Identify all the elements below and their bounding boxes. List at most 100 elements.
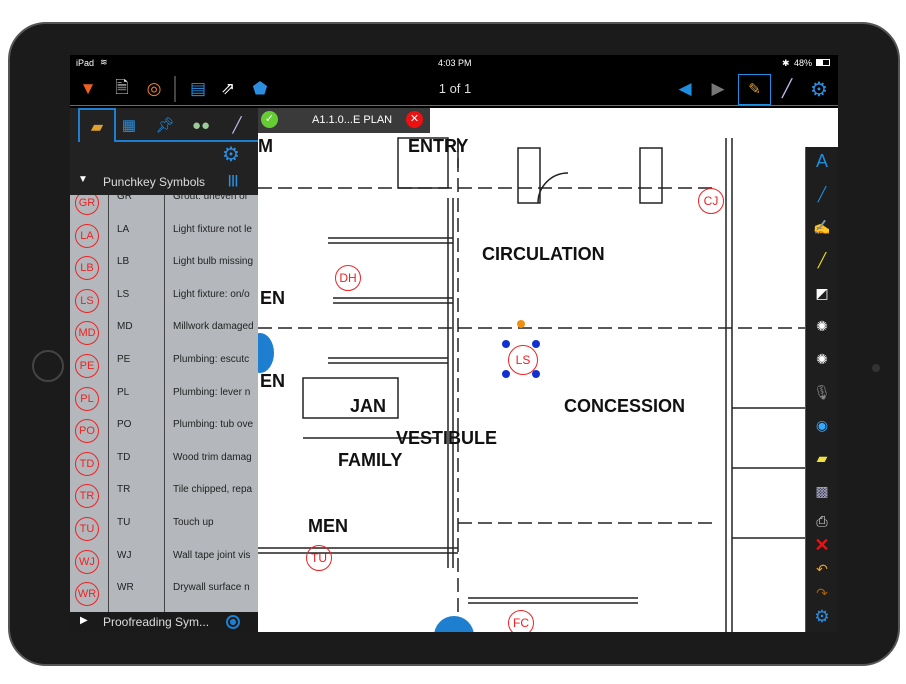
markup-tools-bar: A ╱ ✍ ╱ ◩ ✺ ✺ 🎙︎ ◉ ▰ ▩ ⎙ ✕ ↶ ↷ ⚙ (805, 147, 838, 632)
item-description: Wood trim damag (173, 451, 252, 463)
collapse-triangle-icon: ▼ (78, 174, 88, 185)
camera-tool-icon[interactable]: ◉ (815, 416, 829, 433)
symbol-badge: TU (75, 517, 99, 541)
markup-list-icon[interactable]: ▼ (79, 79, 97, 98)
file-import-icon[interactable]: ▤ (189, 79, 207, 98)
new-document-icon[interactable]: 🗎 (115, 77, 129, 97)
cloud-plus-tool-icon[interactable]: ✺ (816, 350, 828, 367)
sidebar-drag-handle[interactable] (258, 333, 274, 373)
markup-dh[interactable]: DH (335, 265, 361, 291)
binoculars-icon: ●● (191, 116, 211, 134)
document-tab[interactable]: ✓ A1.1.0...E PLAN ✕ (258, 108, 430, 133)
settings-icon[interactable]: ⚙ (810, 78, 828, 101)
measure-icon[interactable]: ╱ (781, 79, 793, 98)
symbol-badge: WJ (75, 549, 99, 574)
tab-measure[interactable]: ╱ (220, 110, 254, 140)
next-page-icon[interactable]: ▶ (711, 79, 725, 98)
tab-tool-chest[interactable]: ▰ (78, 108, 116, 142)
markup-tu[interactable]: TU (306, 545, 332, 571)
studio-icon[interactable]: ◎ (146, 79, 162, 98)
cloud-tool-icon[interactable]: ✺ (816, 317, 828, 334)
divider (174, 76, 176, 102)
punchkey-item[interactable]: TU TU Touch up (70, 513, 258, 546)
shapes-tool-icon[interactable]: ◩ (815, 284, 829, 301)
note-tool-icon[interactable]: ▰ (816, 449, 828, 466)
punchkey-section-header[interactable]: ▼ Punchkey Symbols ||| (70, 168, 258, 195)
tool-settings-icon[interactable]: ⚙ (814, 607, 830, 626)
main-toolbar: ▼ 🗎 ◎ ▤ ⇗ ⬟ 1 of 1 ◀ ▶ ✎ ╱ ⚙ (70, 72, 838, 106)
document-title: A1.1.0...E PLAN (312, 114, 393, 126)
resize-handle[interactable] (502, 370, 510, 378)
delete-icon[interactable]: ✕ (814, 534, 830, 555)
radio-icon[interactable] (226, 615, 240, 629)
sidebar-settings-icon[interactable]: ⚙ (222, 144, 240, 166)
tab-thumbnails[interactable]: ▦ (112, 110, 146, 140)
home-button[interactable] (32, 350, 64, 382)
item-code: LS (117, 288, 130, 300)
item-code: PE (117, 354, 131, 365)
microphone-icon[interactable]: 🎙︎ (813, 383, 831, 400)
symbol-badge: WR (75, 582, 99, 607)
item-description: Millwork damaged (173, 321, 254, 333)
previous-page-icon[interactable]: ◀ (678, 79, 692, 98)
home-icon[interactable]: ⬟ (252, 79, 268, 98)
expand-triangle-icon: ▶ (80, 615, 88, 626)
markup-fc[interactable]: FC (508, 610, 534, 632)
symbol-badge: PE (75, 354, 99, 378)
resize-handle[interactable] (502, 340, 510, 348)
tab-underline (116, 140, 258, 142)
item-code: TU (117, 517, 131, 528)
room-label-men: MEN (308, 516, 348, 536)
rotate-handle[interactable] (517, 320, 525, 328)
pen-tool-icon[interactable]: ╱ (817, 185, 827, 202)
tab-search[interactable]: ●● (184, 110, 218, 140)
reorder-icon[interactable]: ||| (228, 173, 239, 187)
text-tool-icon[interactable]: A (815, 150, 828, 171)
highlighter-tool-icon[interactable]: ╱ (817, 251, 827, 268)
stamp-tool-icon[interactable]: ⎙ (816, 512, 828, 529)
item-description: Wall tape joint vis (173, 549, 251, 561)
close-tab-icon[interactable]: ✕ (406, 111, 423, 128)
undo-icon[interactable]: ↶ (816, 560, 828, 577)
item-code: TR (117, 484, 131, 496)
item-description: Touch up (173, 517, 214, 528)
resize-handle[interactable] (532, 370, 540, 378)
item-description: Light bulb missing (173, 256, 254, 268)
markup-ls-selected[interactable]: LS (508, 345, 538, 375)
item-description: Drywall surface n (173, 582, 250, 594)
tab-bookmarks[interactable]: 📌︎ (148, 110, 182, 140)
image-tool-icon[interactable]: ▩ (815, 482, 829, 499)
room-label-concession: CONCESSION (564, 396, 686, 416)
markup-mode-button[interactable]: ✎ (738, 74, 771, 105)
item-description: Light fixture not le (173, 223, 252, 235)
signature-tool-icon[interactable]: ✍ (813, 218, 831, 235)
toolbar-drag-handle[interactable] (434, 616, 474, 632)
redo-icon[interactable]: ↷ (816, 584, 828, 601)
symbol-badge: PL (75, 386, 99, 411)
status-bar: iPad ≋ 4:03 PM ✱ 48% (70, 55, 838, 72)
share-icon[interactable]: ⇗ (220, 79, 236, 98)
markup-mode-icon: ✎ (748, 81, 761, 98)
drawing-canvas[interactable]: ENTRY CIRCULATION CONCESSION JAN VESTIBU… (258, 108, 838, 632)
item-code: MD (117, 321, 133, 333)
proofreading-section-header[interactable]: ▶ Proofreading Sym... (70, 612, 258, 632)
markup-cj[interactable]: CJ (698, 188, 724, 214)
symbol-badge: TD (75, 451, 99, 476)
wifi-icon: ≋ (100, 57, 108, 67)
tool-chest-icon: ▰ (90, 119, 104, 136)
section-title: Punchkey Symbols (103, 175, 206, 189)
resize-handle[interactable] (532, 340, 540, 348)
